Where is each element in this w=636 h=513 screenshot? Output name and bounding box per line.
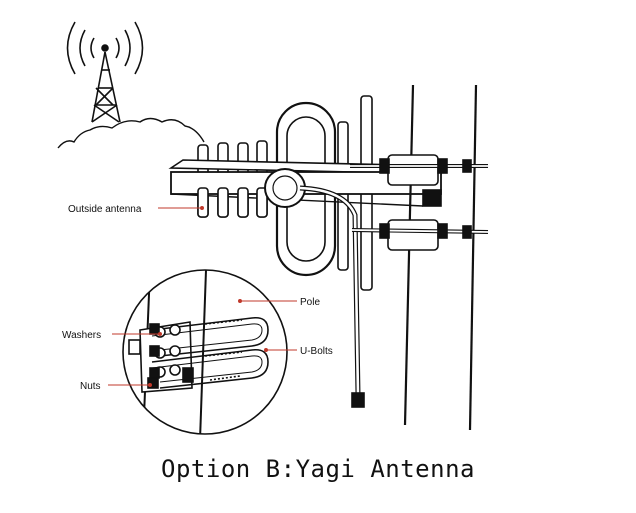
- coax-cable: [299, 185, 361, 396]
- feed-hub: [264, 168, 306, 208]
- coax-connector: [351, 392, 365, 408]
- mount-bracket: [350, 154, 489, 251]
- yagi-antenna: [168, 95, 445, 408]
- figure-caption: Option B:Yagi Antenna: [161, 455, 475, 483]
- label-washers: Washers: [62, 330, 101, 341]
- mounting-pole: [403, 84, 478, 431]
- broadcast-tower-icon: [66, 21, 144, 123]
- label-pole: Pole: [300, 297, 320, 308]
- hill-outline: [57, 117, 205, 149]
- detail-inset: [122, 269, 288, 435]
- leader-lines: [108, 206, 297, 387]
- label-nuts: Nuts: [80, 381, 101, 392]
- label-outside-antenna: Outside antenna: [68, 204, 142, 215]
- boom-end-cap: [422, 189, 442, 207]
- label-u-bolts: U-Bolts: [300, 346, 333, 357]
